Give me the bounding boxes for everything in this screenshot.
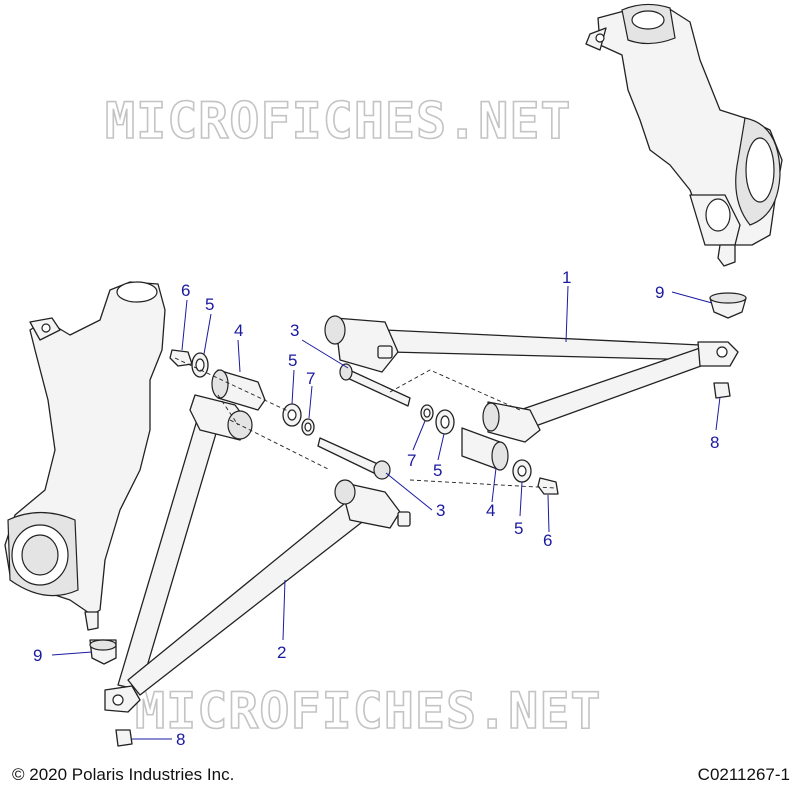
- callout-9-left: 9: [33, 646, 42, 665]
- callout-7-left: 7: [306, 369, 315, 388]
- assembly-line-upper: [174, 357, 521, 413]
- figure-code: C0211267-1: [697, 765, 790, 784]
- callout-9-right: 9: [655, 283, 664, 302]
- callout-1: 1: [562, 268, 571, 287]
- leader-lines: [51, 285, 721, 740]
- callout-5-b: 5: [288, 351, 297, 370]
- callout-5-d: 5: [514, 519, 523, 538]
- callout-6-right: 6: [543, 531, 552, 550]
- callout-5-c: 5: [433, 461, 442, 480]
- bolt-upper: [339, 363, 411, 407]
- bolt-lower: [317, 437, 391, 480]
- callout-2: 2: [277, 643, 286, 662]
- boots-and-nuts: [89, 292, 747, 747]
- watermark-bottom: MICROFICHES.NET: [135, 682, 602, 740]
- knuckle-left: [4, 281, 166, 631]
- callout-4-right: 4: [486, 501, 495, 520]
- callout-3-upper: 3: [290, 321, 299, 340]
- watermark-top: MICROFICHES.NET: [105, 92, 572, 150]
- callout-5-a: 5: [205, 295, 214, 314]
- a-arm-upper: [324, 315, 739, 443]
- copyright-notice: © 2020 Polaris Industries Inc.: [12, 765, 235, 784]
- caps: [169, 349, 559, 495]
- washers: [191, 352, 532, 483]
- callout-6-left: 6: [181, 281, 190, 300]
- bushing-right: [461, 427, 509, 471]
- callout-8-right: 8: [710, 433, 719, 452]
- callout-8-left: 8: [176, 730, 185, 749]
- callout-labels: 1 2 3 3 4 4 5 5 5 5 6 6 7 7 8 8 9 9: [33, 268, 719, 749]
- callout-4-left: 4: [234, 321, 243, 340]
- assembly-line-lower: [217, 394, 556, 489]
- callout-3-lower: 3: [436, 501, 445, 520]
- callout-7-right: 7: [407, 451, 416, 470]
- a-arm-lower: [104, 394, 411, 713]
- knuckle-right: [585, 3, 783, 267]
